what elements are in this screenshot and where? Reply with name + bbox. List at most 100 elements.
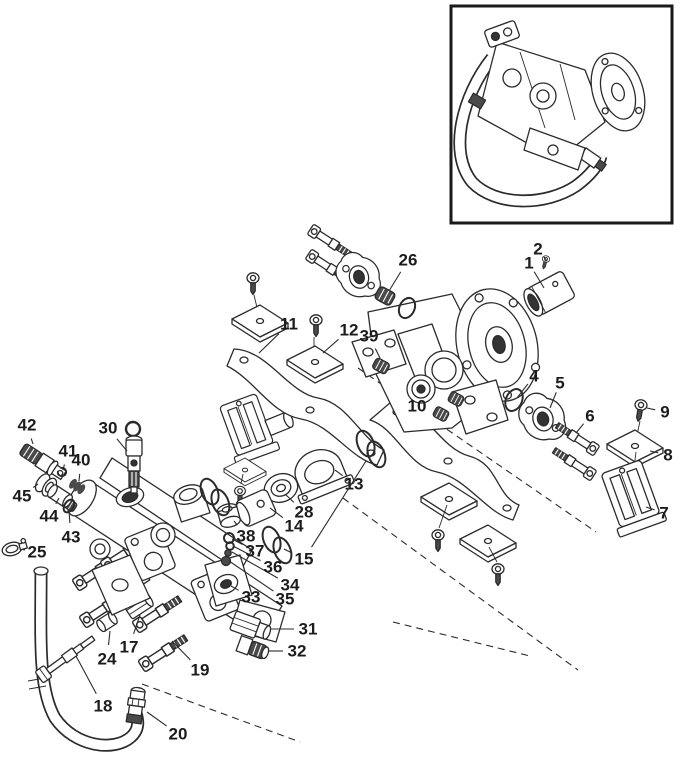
inset-assembled-view — [449, 4, 674, 225]
callout-15: 15 — [283, 460, 367, 569]
thermal-valve-boss — [213, 573, 239, 595]
callout-30: 30 — [99, 419, 128, 452]
part-number-label: 9 — [660, 403, 669, 422]
leader-line — [645, 506, 655, 511]
part-number-label: 39 — [360, 327, 379, 346]
leader-line — [133, 614, 141, 634]
callout-39: 39 — [360, 327, 381, 359]
leader-line — [231, 538, 243, 545]
hose-clamp — [1, 537, 28, 557]
leader-line — [258, 333, 280, 354]
leader-line — [283, 548, 292, 554]
part-number-label: 4 — [529, 367, 539, 386]
screw-9 — [631, 398, 649, 423]
leader-line — [388, 271, 402, 292]
leader-line — [55, 497, 60, 505]
connecting-link-1 — [226, 348, 385, 466]
flange-bolts-6 — [550, 419, 601, 482]
part-number-label: 34 — [281, 576, 300, 595]
part-number-label: 32 — [288, 642, 307, 661]
part-number-label: 36 — [264, 558, 283, 577]
callout-42: 42 — [18, 416, 37, 445]
part-number-label: 41 — [59, 442, 78, 461]
unloader-fitting-group — [19, 443, 86, 514]
callout-45: 45 — [13, 483, 39, 506]
leader-line — [231, 551, 279, 579]
leader-line — [334, 469, 344, 477]
callout-18: 18 — [75, 655, 113, 716]
callout-37: 37 — [231, 538, 264, 561]
saddle-clamp-13 — [294, 449, 355, 505]
cylinder-14 — [235, 489, 277, 527]
part-number-label: 17 — [120, 638, 139, 657]
leader-line — [269, 507, 284, 519]
leader-line — [146, 711, 167, 727]
callout-6: 6 — [575, 407, 595, 434]
part-number-label: 42 — [18, 416, 37, 435]
callout-34: 34 — [231, 551, 300, 595]
pump-manifold — [61, 457, 286, 643]
leader-line — [575, 423, 585, 434]
retaining-clip — [56, 466, 68, 478]
callout-19: 19 — [171, 640, 209, 680]
check-valve-stack — [216, 503, 241, 567]
part-number-label: 14 — [285, 517, 304, 536]
part-number-label: 11 — [280, 315, 298, 334]
leader-line — [549, 392, 557, 409]
leader-line — [649, 450, 659, 454]
leader-line — [107, 630, 111, 646]
crankcase-assembly — [351, 288, 541, 435]
callout-2: 2 — [533, 240, 548, 262]
cap-nut — [96, 611, 118, 633]
part-number-label: 8 — [663, 446, 672, 465]
shaft-cap — [523, 271, 575, 317]
part-number-label: 20 — [169, 725, 188, 744]
callout-36: 36 — [232, 545, 283, 577]
callout-12: 12 — [322, 321, 358, 354]
outlet-fitting-31 — [229, 610, 272, 640]
callout-44: 44 — [40, 497, 60, 526]
callout-11: 11 — [258, 315, 298, 354]
callout-32: 32 — [268, 642, 306, 661]
part-number-label: 25 — [28, 543, 47, 562]
bypass-hose — [27, 566, 145, 752]
part-number-label: 24 — [98, 650, 117, 669]
part-number-label: 7 — [659, 504, 668, 523]
part-number-label: 31 — [299, 620, 318, 639]
callout-1: 1 — [524, 254, 545, 289]
part-number-label: 13 — [345, 475, 364, 494]
part-number-label: 28 — [295, 503, 314, 522]
leader-line — [78, 473, 81, 482]
callout-26: 26 — [388, 251, 417, 292]
leader-line — [68, 510, 71, 524]
callout-17: 17 — [120, 614, 141, 657]
leader-line — [322, 338, 339, 354]
plate-screw-pair-a — [231, 272, 289, 343]
leader-line — [232, 545, 261, 561]
long-bolt — [35, 635, 96, 683]
part-number-label: 35 — [276, 590, 295, 609]
part-number-label: 18 — [94, 697, 113, 716]
callout-20: 20 — [146, 711, 188, 744]
leader-line — [284, 493, 295, 503]
plate-screw-pair-c — [420, 482, 478, 553]
callout-38: 38 — [233, 520, 255, 546]
spring — [69, 478, 86, 495]
part-number-label: 40 — [72, 451, 91, 470]
part-number-label: 45 — [13, 487, 32, 506]
o-ring-4 — [504, 388, 524, 412]
leader-line — [116, 438, 128, 452]
leader-line — [374, 348, 381, 359]
part-number-label: 33 — [242, 588, 261, 607]
bearing-28 — [263, 472, 299, 504]
part-number-label: 15 — [295, 550, 314, 569]
hose-fitting — [125, 686, 147, 725]
leader-line — [311, 460, 367, 548]
callout-5: 5 — [549, 374, 565, 409]
leader-line — [228, 560, 274, 592]
callout-14: 14 — [269, 507, 304, 536]
part-number-label: 44 — [40, 507, 59, 526]
leader-line — [32, 483, 39, 489]
